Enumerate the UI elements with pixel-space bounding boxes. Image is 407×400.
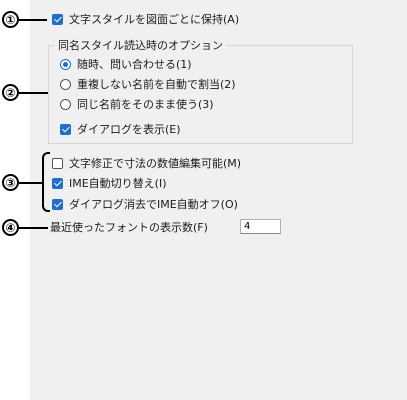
dimension-edit-checkbox-row[interactable]: 文字修正で寸法の数値編集可能(M) [52, 155, 241, 171]
ime-auto-switch-checkbox[interactable] [52, 177, 63, 189]
ime-auto-switch-checkbox-row[interactable]: IME自動切り替え(I) [52, 175, 167, 191]
callout-line-3 [19, 182, 43, 184]
callout-badge-1: ① [2, 11, 19, 28]
keep-style-checkbox-row[interactable]: 文字スタイルを図面ごとに保持(A) [52, 11, 239, 27]
callout-line-2 [19, 92, 48, 94]
show-dialog-label: ダイアログを表示(E) [77, 123, 181, 136]
callout-badge-3: ③ [2, 174, 19, 191]
recent-fonts-count-input[interactable] [240, 219, 281, 234]
callout-line-1 [19, 19, 47, 21]
callout-badge-2: ② [2, 84, 19, 101]
radio-ask-each-time-label: 随時、問い合わせる(1) [77, 58, 192, 71]
callout-line-4 [19, 227, 48, 229]
ime-auto-switch-label: IME自動切り替え(I) [69, 177, 167, 190]
radio-use-same-name-label: 同じ名前をそのまま使う(3) [77, 98, 214, 111]
recent-fonts-label: 最近使ったフォントの表示数(F) [50, 221, 208, 234]
callout-bracket-3 [42, 152, 50, 212]
show-dialog-checkbox-row[interactable]: ダイアログを表示(E) [60, 121, 181, 137]
callout-badge-4: ④ [2, 219, 19, 236]
ime-auto-off-label: ダイアログ消去でIME自動オフ(O) [69, 198, 238, 211]
radio-auto-rename-label: 重複しない名前を自動で割当(2) [77, 78, 236, 91]
ime-auto-off-checkbox[interactable] [52, 198, 63, 210]
ime-auto-off-checkbox-row[interactable]: ダイアログ消去でIME自動オフ(O) [52, 196, 238, 212]
radio-ask-each-time-button[interactable] [60, 58, 71, 70]
groupbox-title: 同名スタイル読込時のオプション [55, 37, 226, 53]
keep-style-label: 文字スタイルを図面ごとに保持(A) [69, 13, 240, 26]
dimension-edit-label: 文字修正で寸法の数値編集可能(M) [69, 157, 242, 170]
radio-auto-rename[interactable]: 重複しない名前を自動で割当(2) [60, 76, 236, 92]
radio-auto-rename-button[interactable] [60, 78, 71, 90]
show-dialog-checkbox[interactable] [60, 123, 71, 135]
keep-style-checkbox[interactable] [52, 13, 63, 25]
radio-ask-each-time[interactable]: 随時、問い合わせる(1) [60, 56, 192, 72]
radio-use-same-name[interactable]: 同じ名前をそのまま使う(3) [60, 96, 214, 112]
radio-use-same-name-button[interactable] [60, 98, 71, 110]
dimension-edit-checkbox[interactable] [52, 157, 63, 169]
settings-panel [30, 0, 407, 400]
